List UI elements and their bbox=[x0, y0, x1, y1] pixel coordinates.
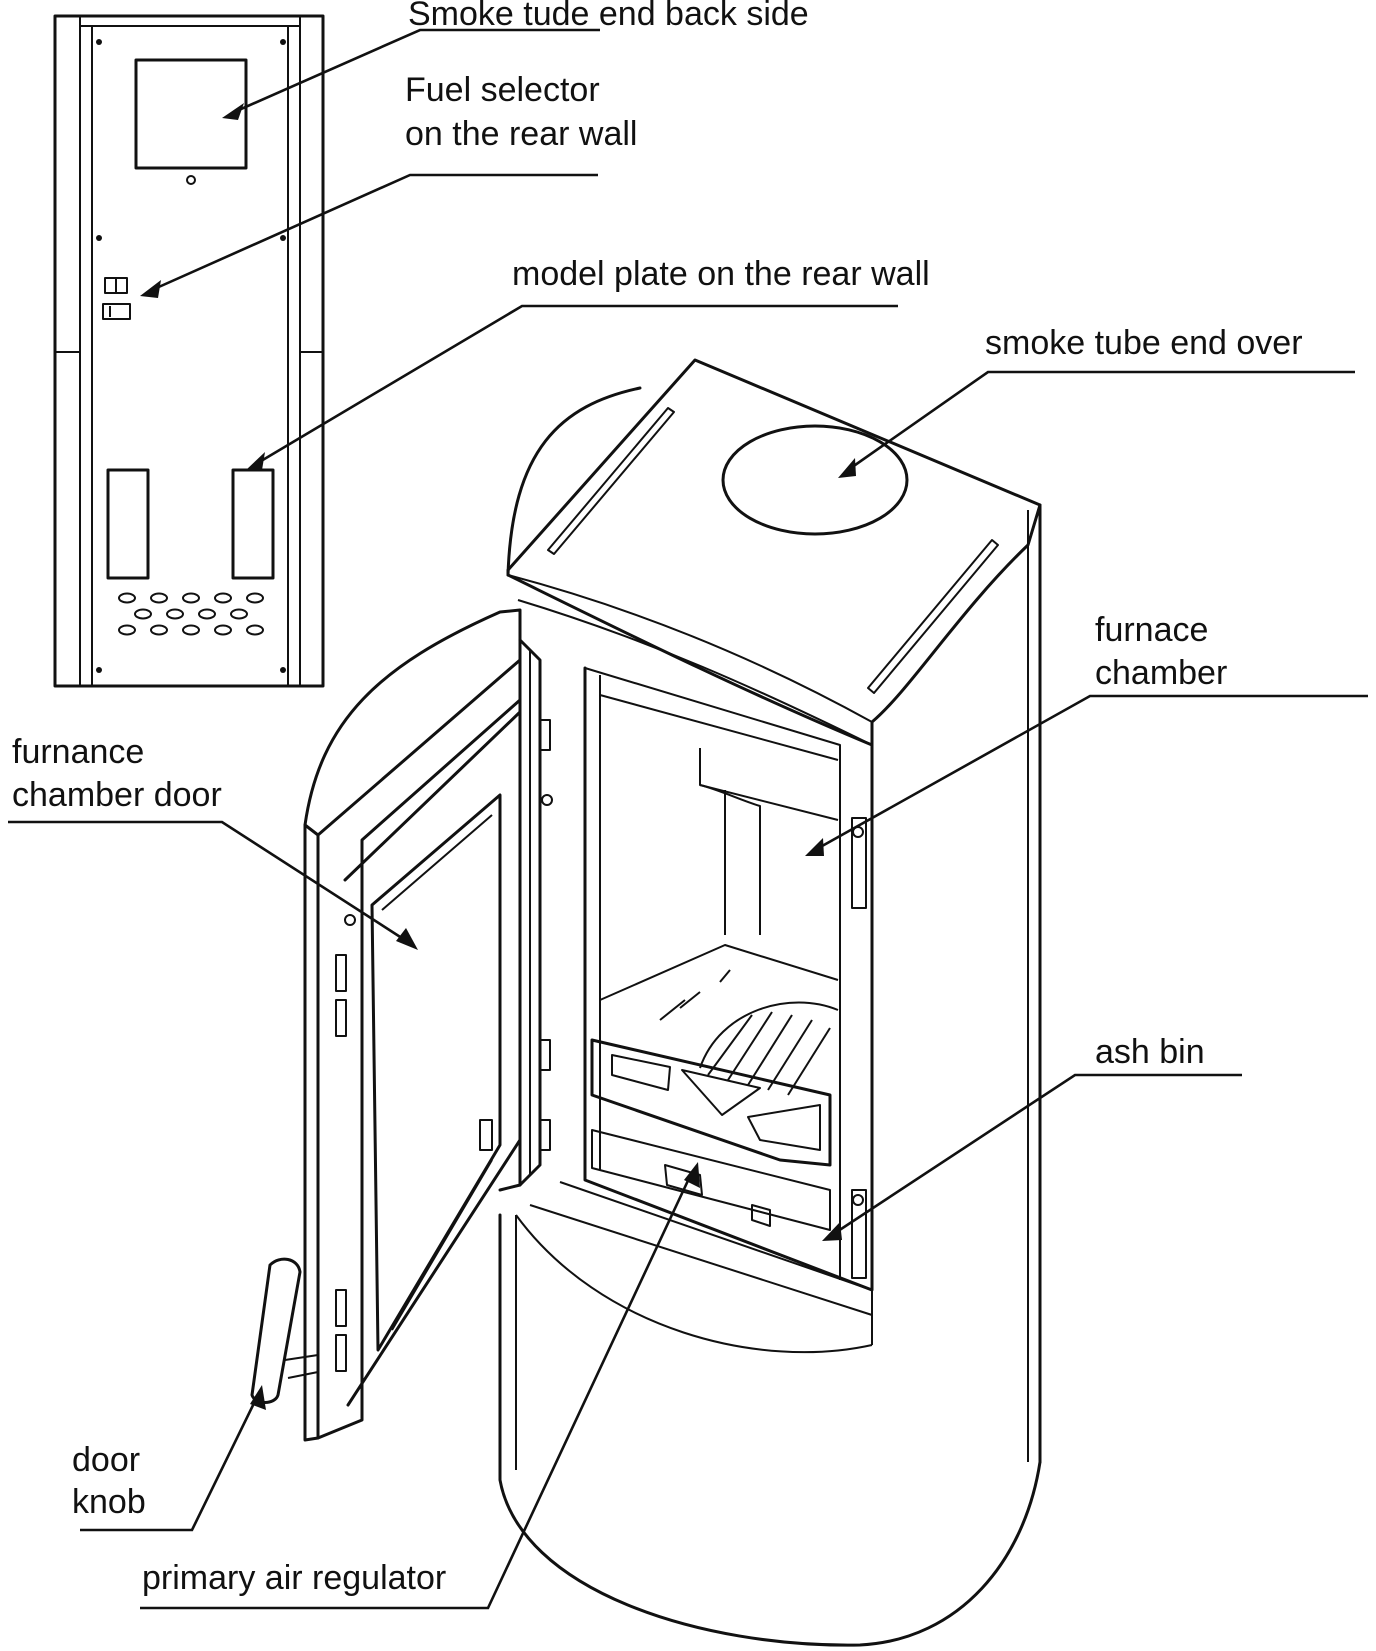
label-door-knob-line1: door bbox=[72, 1441, 141, 1479]
label-primary-air-regulator: primary air regulator bbox=[142, 1559, 447, 1597]
label-model-plate: model plate on the rear wall bbox=[512, 255, 930, 293]
smoke-tube-circle bbox=[721, 424, 909, 536]
model-plate bbox=[231, 468, 275, 580]
stove-body bbox=[250, 358, 1042, 1647]
furnace-door-glass bbox=[370, 793, 502, 1352]
label-smoke-tube-over: smoke tube end over bbox=[985, 324, 1303, 362]
door-knob bbox=[250, 1257, 302, 1404]
rear-smoke-tube-plate bbox=[134, 58, 248, 170]
callout-leaders bbox=[8, 28, 1368, 1610]
door-arc bbox=[303, 608, 522, 1192]
label-chamber-door-line1: furnance bbox=[12, 733, 145, 771]
label-smoke-tube-back: Smoke tude end back side bbox=[408, 0, 809, 33]
grate bbox=[590, 1038, 832, 1167]
label-door-knob-line2: knob bbox=[72, 1483, 146, 1521]
label-fuel-selector-line2: on the rear wall bbox=[405, 115, 638, 153]
label-fuel-selector-line1: Fuel selector bbox=[405, 71, 600, 109]
label-furnace-chamber-line1: furnace bbox=[1095, 611, 1209, 649]
label-furnace-chamber-line2: chamber bbox=[1095, 654, 1228, 692]
label-chamber-door-line2: chamber door bbox=[12, 776, 222, 814]
ash-bin bbox=[591, 1129, 831, 1231]
rear-view-panel bbox=[53, 14, 325, 688]
label-ash-bin: ash bin bbox=[1095, 1033, 1205, 1071]
